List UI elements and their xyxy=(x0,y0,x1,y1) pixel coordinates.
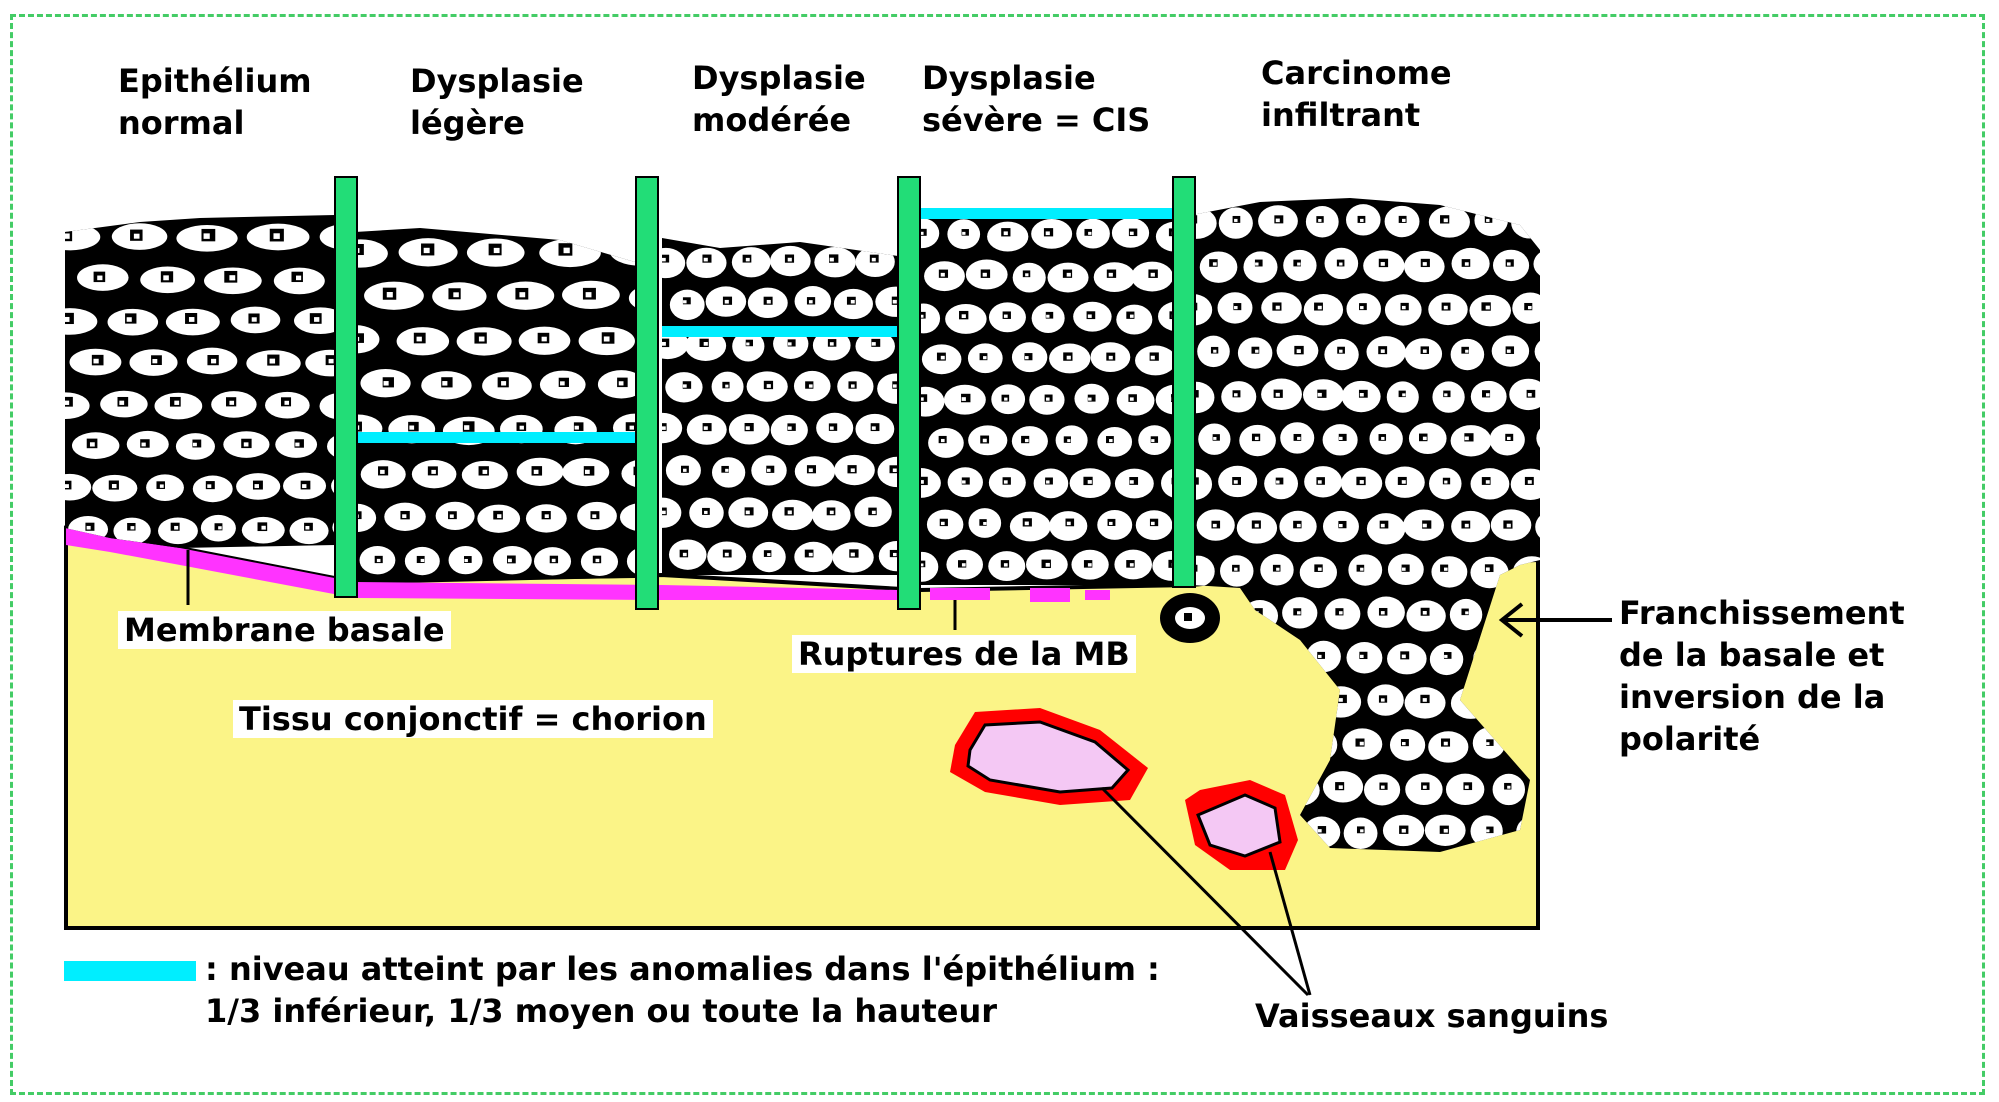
cell-nucleus xyxy=(1569,826,1576,833)
cell xyxy=(1536,422,1571,453)
stage-title-severe: Dysplasiesévère = CIS xyxy=(922,57,1150,141)
cell xyxy=(1552,469,1589,500)
cell-nucleus xyxy=(1569,739,1577,746)
cell-nucleus xyxy=(1545,434,1553,441)
cell xyxy=(1430,644,1463,675)
cell xyxy=(1537,686,1570,717)
cell-nucleus xyxy=(1547,521,1555,528)
cell xyxy=(1406,600,1445,631)
cell xyxy=(1557,379,1595,410)
cell xyxy=(1535,511,1569,542)
cell xyxy=(1428,731,1468,762)
cell xyxy=(1097,427,1132,457)
divider-1 xyxy=(335,177,357,597)
cell-nucleus xyxy=(1570,652,1577,659)
cell-nucleus xyxy=(1547,782,1556,790)
cell xyxy=(1559,817,1592,848)
cell xyxy=(1451,511,1490,542)
cell xyxy=(146,474,184,501)
cell xyxy=(1300,557,1337,588)
cell xyxy=(1243,251,1277,282)
cell-nucleus xyxy=(1568,390,1577,398)
franchissement-arrow xyxy=(1502,604,1612,636)
cell xyxy=(1344,818,1378,849)
cell xyxy=(1056,425,1088,455)
cell-nucleus xyxy=(1547,346,1556,354)
cell-nucleus xyxy=(1548,696,1555,703)
cell xyxy=(1219,207,1253,238)
cell xyxy=(752,542,785,572)
cell-nucleus xyxy=(1567,477,1575,484)
cell-nucleus xyxy=(1548,608,1556,615)
cell xyxy=(1429,206,1470,237)
cell xyxy=(1559,207,1591,238)
cell xyxy=(987,222,1028,252)
cell xyxy=(1012,426,1048,456)
cell xyxy=(1431,556,1467,587)
level-marker-severe xyxy=(920,208,1172,219)
cell xyxy=(1116,305,1152,335)
cell xyxy=(686,248,726,278)
cell xyxy=(1304,294,1343,325)
cell xyxy=(1369,423,1402,454)
membrane-label: Membrane basale xyxy=(118,611,451,649)
cell xyxy=(1013,263,1046,293)
cell xyxy=(1554,731,1588,762)
cell-nucleus xyxy=(1545,259,1554,267)
cell xyxy=(1537,597,1572,628)
cell xyxy=(1553,553,1589,584)
franchissement-label: Franchissement de la basale et inversion… xyxy=(1619,592,1905,760)
tissu-label: Tissu conjonctif = chorion xyxy=(233,700,713,738)
invading-cell xyxy=(1160,593,1220,643)
divider-4 xyxy=(1173,177,1195,587)
cell xyxy=(812,500,850,530)
cell xyxy=(1200,251,1238,282)
cell xyxy=(1533,248,1574,279)
cell xyxy=(1324,339,1358,370)
cell-nucleus xyxy=(1569,216,1576,223)
level-marker-moderee xyxy=(662,326,898,337)
cell xyxy=(289,517,328,544)
cell-nucleus xyxy=(1566,303,1574,310)
cell xyxy=(1261,292,1302,323)
cell xyxy=(1409,423,1447,454)
cell xyxy=(158,518,198,545)
ruptures-label: Ruptures de la MB xyxy=(792,635,1136,673)
cell xyxy=(1451,339,1485,370)
divider-2 xyxy=(636,177,658,609)
legend-text: : niveau atteint par les anomalies dans … xyxy=(205,948,1160,1032)
cell xyxy=(670,290,705,320)
epithelium-severe-dysplasia xyxy=(900,192,1216,605)
cell-nucleus xyxy=(1569,565,1577,572)
cell xyxy=(1348,554,1382,585)
cell xyxy=(1367,513,1405,544)
cell xyxy=(1554,292,1589,323)
vaisseaux-label: Vaisseaux sanguins xyxy=(1255,995,1608,1037)
level-marker-legere xyxy=(358,432,635,443)
cell xyxy=(1076,219,1110,249)
cell xyxy=(1535,336,1573,367)
legend-cyan-swatch xyxy=(64,961,196,981)
cell xyxy=(1511,207,1548,238)
divider-3 xyxy=(898,177,920,609)
cell-nucleus xyxy=(1524,216,1532,224)
cell xyxy=(1559,641,1592,672)
cell xyxy=(794,542,833,572)
cell xyxy=(1452,248,1490,279)
